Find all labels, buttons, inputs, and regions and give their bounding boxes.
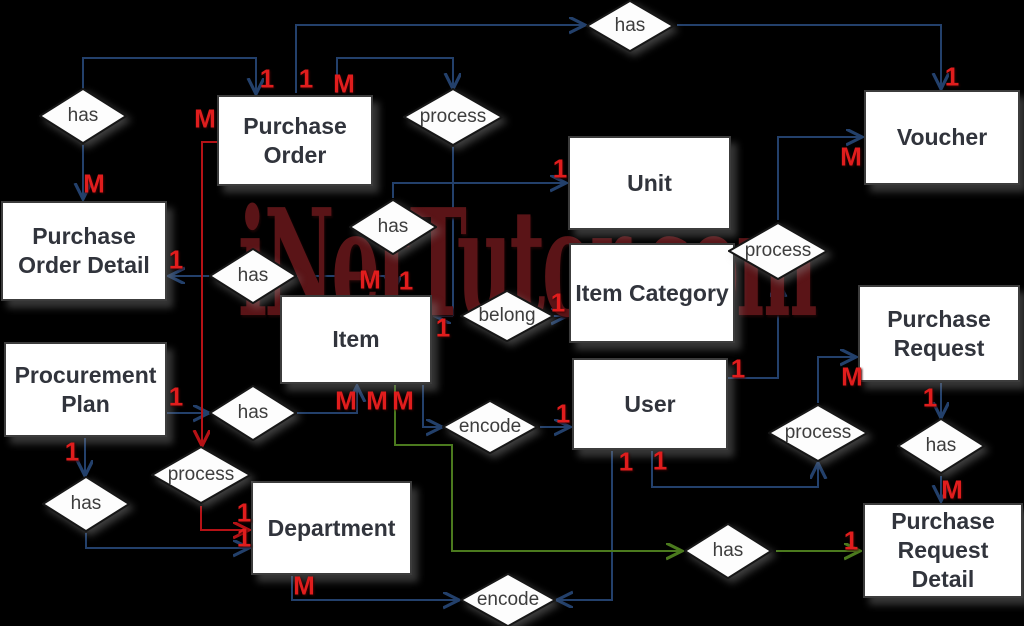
entity-purchase-request: Purchase Request — [858, 285, 1020, 382]
entity-user: User — [572, 358, 728, 450]
cardinality-label: 1 — [298, 63, 314, 94]
cardinality-label: 1 — [398, 265, 414, 296]
cardinality-label: 1 — [435, 312, 451, 343]
diamond-shape — [209, 385, 297, 441]
cardinality-label: 1 — [236, 497, 252, 528]
relationship-has-plan-item: has — [209, 385, 297, 441]
cardinality-label: 1 — [168, 381, 184, 412]
cardinality-label: M — [293, 570, 315, 601]
cardinality-label: M — [333, 68, 355, 99]
cardinality-label: 1 — [618, 446, 634, 477]
diamond-shape — [684, 523, 772, 579]
cardinality-label: M — [392, 385, 414, 416]
cardinality-label: M — [840, 141, 862, 172]
relationship-encode-department-user: encode — [460, 573, 556, 626]
cardinality-label: 1 — [552, 153, 568, 184]
entity-department: Department — [251, 481, 412, 575]
relationship-has-item-unit: has — [349, 199, 437, 255]
relationship-has-plan-department: has — [42, 476, 130, 532]
entity-voucher: Voucher — [864, 90, 1020, 185]
diamond-shape — [460, 290, 554, 342]
cardinality-label: M — [941, 474, 963, 505]
relationship-process-user-voucher: process — [728, 222, 828, 280]
cardinality-label: M — [194, 103, 216, 134]
cardinality-label: 1 — [236, 522, 252, 553]
entity-purchase-order: Purchase Order — [217, 95, 373, 186]
entity-item-category: Item Category — [569, 243, 735, 343]
relationship-belong-item-category: belong — [460, 290, 554, 342]
relationship-encode-item-user: encode — [442, 400, 538, 454]
cardinality-label: 1 — [555, 398, 571, 429]
cardinality-label: 1 — [652, 445, 668, 476]
cardinality-label: 1 — [843, 525, 859, 556]
diamond-shape — [403, 88, 503, 146]
diamond-shape — [349, 199, 437, 255]
entity-procurement-plan: Procurement Plan — [4, 342, 167, 437]
entity-item: Item — [280, 295, 432, 384]
cardinality-label: 1 — [730, 353, 746, 384]
cardinality-label: 1 — [168, 244, 184, 275]
relationship-has-request-detail: has — [897, 418, 985, 474]
entity-unit: Unit — [568, 136, 731, 230]
cardinality-label: 1 — [64, 436, 80, 467]
diamond-shape — [151, 446, 251, 504]
relationship-process-po-department: process — [151, 446, 251, 504]
diamond-shape — [442, 400, 538, 454]
cardinality-label: M — [83, 168, 105, 199]
cardinality-label: 1 — [944, 61, 960, 92]
cardinality-label: M — [366, 385, 388, 416]
diamond-shape — [586, 0, 674, 52]
cardinality-label: 1 — [922, 382, 938, 413]
relationship-process-user-request: process — [768, 404, 868, 462]
diamond-shape — [460, 573, 556, 626]
diamond-shape — [39, 88, 127, 144]
diamond-shape — [897, 418, 985, 474]
cardinality-label: M — [359, 264, 381, 295]
relationship-process-po-item: process — [403, 88, 503, 146]
diamond-shape — [209, 248, 297, 304]
cardinality-label: 1 — [550, 287, 566, 318]
entity-purchase-order-detail: Purchase Order Detail — [1, 201, 167, 301]
relationship-has-po-voucher: has — [586, 0, 674, 52]
diamond-shape — [42, 476, 130, 532]
cardinality-label: M — [335, 385, 357, 416]
entity-purchase-request-detail: Purchase Request Detail — [863, 503, 1023, 598]
relationship-has-pod-item: has — [209, 248, 297, 304]
relationship-has-po-pod: has — [39, 88, 127, 144]
cardinality-label: 1 — [259, 63, 275, 94]
relationship-has-item-request-detail: has — [684, 523, 772, 579]
cardinality-label: M — [841, 361, 863, 392]
